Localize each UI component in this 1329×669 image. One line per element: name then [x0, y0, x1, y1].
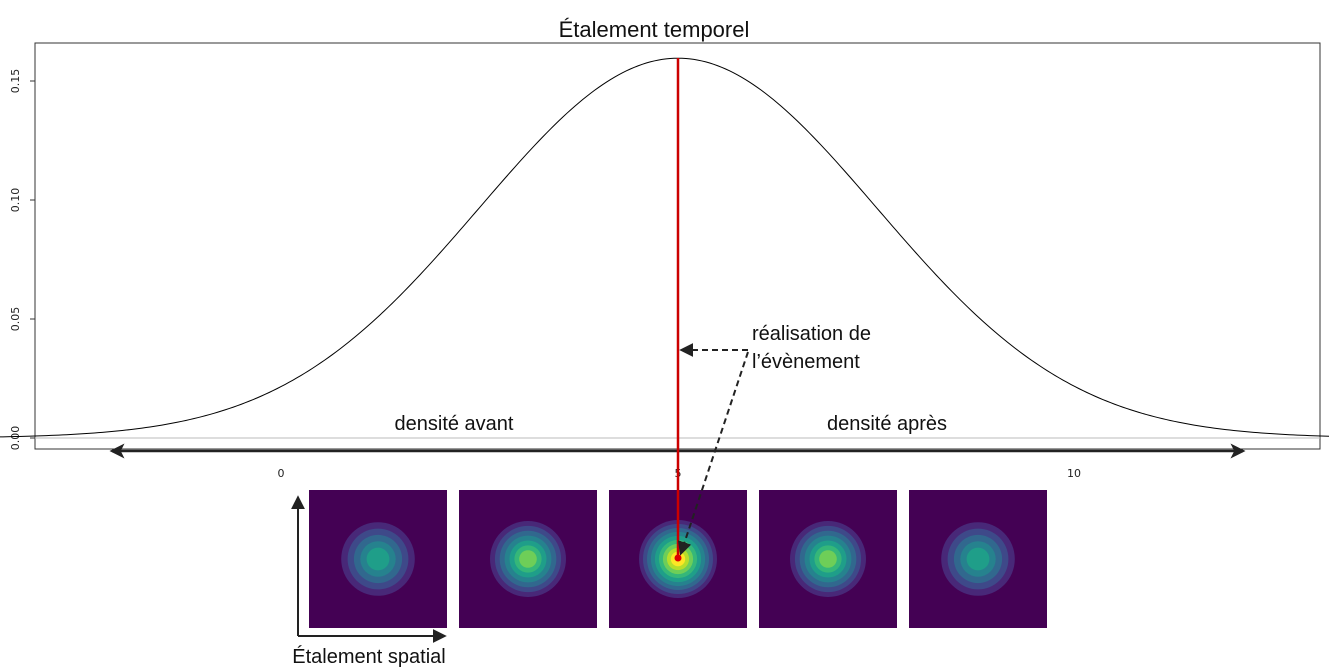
event-label-line1: réalisation de [752, 323, 871, 345]
density-curve [0, 57, 1329, 438]
after-label: densité après [827, 413, 947, 435]
y-tick-label: 0.00 [9, 426, 22, 451]
y-tick-label: 0.10 [9, 188, 22, 213]
density-contour [966, 547, 990, 571]
y-tick-label: 0.05 [9, 307, 22, 332]
density-contour [519, 550, 537, 568]
x-tick-label: 0 [278, 467, 285, 480]
event-label-line2: l’évènement [752, 351, 860, 373]
spatial-label: Étalement spatial [292, 645, 445, 668]
y-axis: 0.00 0.05 0.10 0.15 [9, 69, 35, 451]
event-point [674, 554, 682, 562]
density-contour [819, 550, 837, 568]
y-tick-label: 0.15 [9, 69, 22, 94]
density-contour [366, 547, 390, 571]
event-annotation-arrow-panel [677, 351, 749, 556]
chart-title: Étalement temporel [559, 17, 750, 42]
before-label: densité avant [395, 413, 514, 435]
x-tick-label: 10 [1067, 467, 1081, 480]
